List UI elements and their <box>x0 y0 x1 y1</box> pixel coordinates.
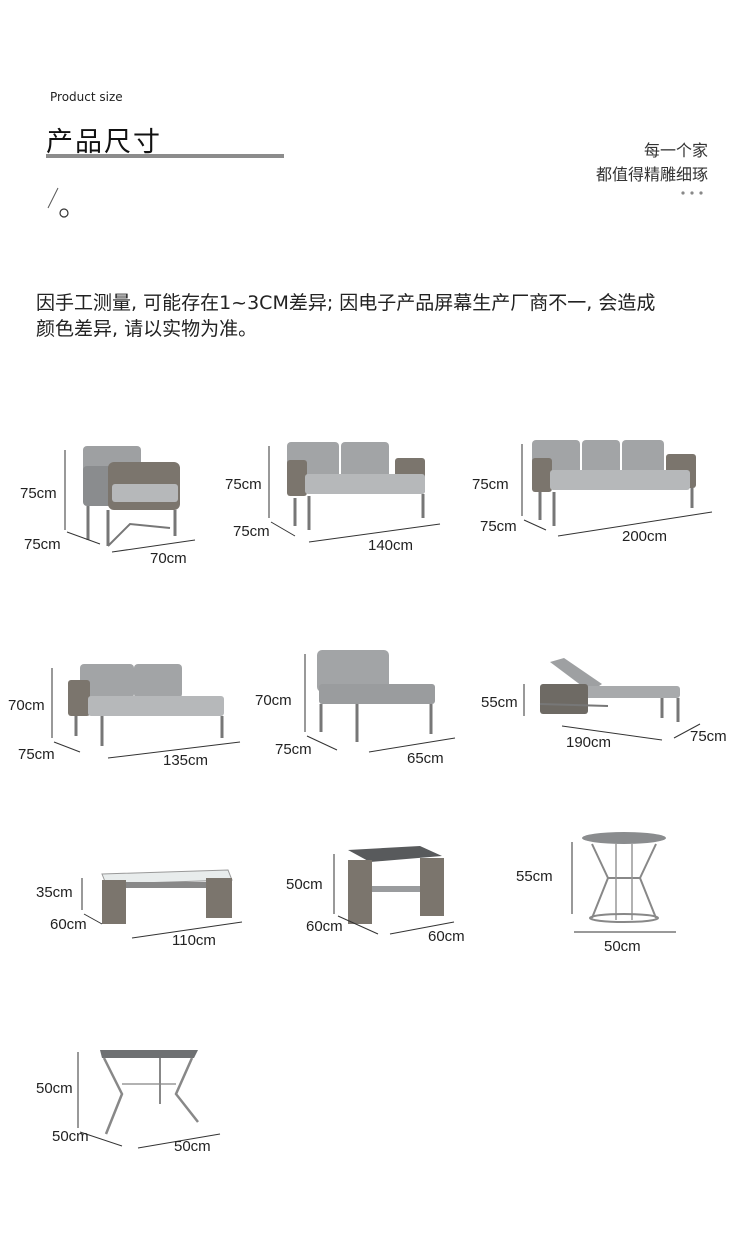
corner-sofa-height-label: 70cm <box>8 697 45 714</box>
title-underline <box>46 154 284 158</box>
corner-sofa-depth-label: 75cm <box>18 746 55 763</box>
armless-chair-width-label: 65cm <box>407 750 444 767</box>
coffee-table-height-label: 35cm <box>36 884 73 901</box>
page-title: 产品尺寸 <box>46 127 162 158</box>
square-table-depth-label: 50cm <box>52 1128 89 1145</box>
sun-lounger-image <box>523 658 701 741</box>
side-table-height-label: 50cm <box>286 876 323 893</box>
disclaimer-text: 因手工测量, 可能存在1~3CM差异; 因电子产品屏幕生产厂商不一, 会造成 颜… <box>36 290 726 342</box>
armchair-height-label: 75cm <box>20 485 57 502</box>
slogan-line-2: 都值得精雕细琢 <box>595 165 708 184</box>
sun-lounger-depth-label: 75cm <box>690 728 727 745</box>
square-table-width-label: 50cm <box>174 1138 211 1155</box>
armless-chair-depth-label: 75cm <box>275 741 312 758</box>
armchair-depth-label: 75cm <box>24 536 61 553</box>
slash-circle-decoration-icon <box>47 187 69 218</box>
sun-lounger-width-label: 190cm <box>566 734 612 751</box>
armchair-image <box>64 446 196 553</box>
three-seat-sofa-depth-label: 75cm <box>480 518 517 535</box>
square-table-image <box>77 1050 221 1149</box>
two-seat-sofa-depth-label: 75cm <box>233 523 270 540</box>
ellipsis-dots-icon <box>681 191 703 195</box>
subtitle-english: Product size <box>50 90 123 104</box>
three-seat-sofa-height-label: 75cm <box>472 476 509 493</box>
side-table-depth-label: 60cm <box>306 918 343 935</box>
side-table-width-label: 60cm <box>428 928 465 945</box>
disclaimer-line-2: 颜色差异, 请以实物为准。 <box>36 318 258 340</box>
armchair-width-label: 70cm <box>150 550 187 567</box>
product-side-table: 50cm 60cm 60cm <box>286 842 472 948</box>
corner-sofa-width-label: 135cm <box>163 752 209 769</box>
two-seat-sofa-height-label: 75cm <box>225 476 262 493</box>
three-seat-sofa-image <box>521 440 713 537</box>
product-sun-lounger: 55cm 190cm 75cm <box>478 654 740 754</box>
round-side-table-image <box>571 832 676 933</box>
armless-chair-image <box>304 650 456 753</box>
side-table-image <box>333 846 455 935</box>
product-two-seat-sofa: 75cm 75cm 140cm <box>225 438 445 558</box>
round-side-table-height-label: 55cm <box>516 868 553 885</box>
product-armchair: 75cm 75cm 70cm <box>20 440 220 575</box>
product-coffee-table: 35cm 60cm 110cm <box>36 866 250 956</box>
armless-chair-height-label: 70cm <box>255 692 292 709</box>
slogan-line-1: 每一个家 <box>643 141 708 160</box>
sun-lounger-height-label: 55cm <box>481 694 518 711</box>
product-armless-chair: 70cm 75cm 65cm <box>255 646 465 771</box>
two-seat-sofa-image <box>268 442 441 543</box>
two-seat-sofa-width-label: 140cm <box>368 537 414 554</box>
product-corner-sofa: 70cm 75cm 135cm <box>8 654 248 774</box>
product-round-side-table: 55cm 50cm <box>514 828 694 956</box>
square-table-height-label: 50cm <box>36 1080 73 1097</box>
product-square-table: 50cm 50cm 50cm <box>26 1042 226 1164</box>
coffee-table-depth-label: 60cm <box>50 916 87 933</box>
round-side-table-width-label: 50cm <box>604 938 641 955</box>
three-seat-sofa-width-label: 200cm <box>622 528 668 545</box>
disclaimer-line-1: 因手工测量, 可能存在1~3CM差异; 因电子产品屏幕生产厂商不一, 会造成 <box>36 292 656 314</box>
product-three-seat-sofa: 75cm 75cm 200cm <box>470 436 720 556</box>
coffee-table-width-label: 110cm <box>172 932 216 949</box>
corner-sofa-image <box>51 664 241 759</box>
coffee-table-image <box>81 869 243 939</box>
